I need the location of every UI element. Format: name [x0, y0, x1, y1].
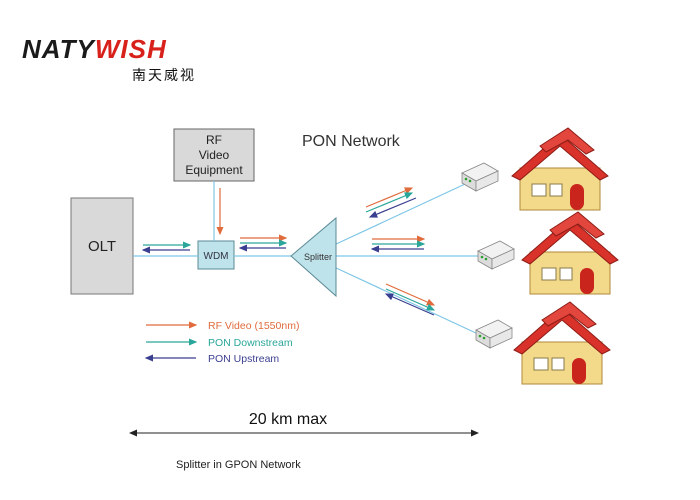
ont-device-middle	[477, 240, 515, 270]
top-upstream-arrow	[368, 197, 417, 218]
logo-brand-left: NATY	[22, 34, 95, 64]
logo-subtitle: 南天威视	[132, 68, 196, 84]
legend-rf-label: RF Video (1550nm)	[208, 320, 299, 332]
house-icon-middle	[521, 211, 619, 295]
top-downstream-arrow	[365, 192, 414, 213]
logo-brand-right: WISH	[94, 34, 167, 64]
figure-caption: Splitter in GPON Network	[176, 459, 301, 471]
natywish-logo: NATYWISH 南天威视	[22, 34, 222, 84]
top-rf-arrow	[365, 187, 414, 208]
wdm-box: WDM	[197, 240, 235, 270]
legend: RF Video (1550nm) PON Downstream PON Ups…	[144, 320, 299, 365]
bottom-rf-arrow	[385, 283, 436, 306]
legend-upstream-label: PON Upstream	[208, 353, 279, 365]
ont-device-top	[461, 162, 499, 192]
rf-box-line-3: Equipment	[185, 163, 243, 177]
splitter: Splitter	[290, 216, 337, 298]
wdm-label: WDM	[204, 251, 229, 262]
fiber-branch-bottom	[333, 266, 479, 335]
house-icon-bottom	[513, 301, 611, 385]
legend-downstream-label: PON Downstream	[208, 337, 293, 349]
house-icon-top	[511, 127, 609, 211]
logo-wordmark: NATYWISH	[22, 34, 167, 64]
diagram-title: PON Network	[302, 133, 401, 150]
distance-label: 20 km max	[249, 411, 327, 428]
rf-box-line-2: Video	[199, 148, 230, 162]
rf-video-equipment-box: RF Video Equipment	[173, 128, 255, 182]
olt-label: OLT	[88, 238, 116, 255]
fiber-branch-top	[333, 177, 479, 246]
ont-device-bottom	[475, 319, 513, 349]
bottom-downstream-arrow	[385, 288, 436, 311]
olt-box: OLT	[70, 197, 134, 295]
splitter-label: Splitter	[304, 252, 332, 262]
rf-box-line-1: RF	[206, 133, 222, 147]
bottom-upstream-arrow	[384, 293, 435, 316]
